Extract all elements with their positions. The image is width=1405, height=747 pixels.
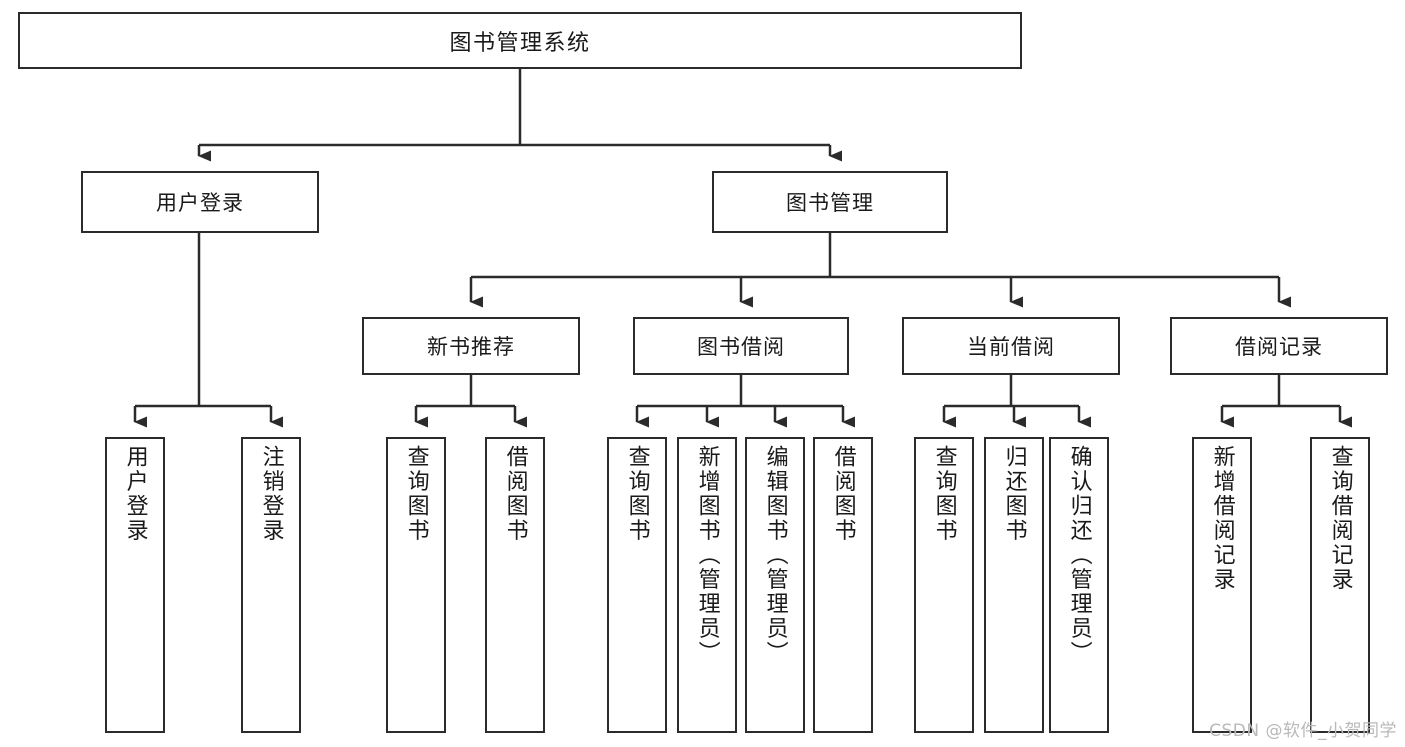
- node-user-login[interactable]: 用户登录: [81, 171, 319, 233]
- node-label: 归还图书: [1001, 445, 1027, 543]
- node-leaf-borrow-book-recommend[interactable]: 借阅图书: [485, 437, 545, 733]
- node-label: 用户登录: [122, 445, 148, 543]
- node-leaf-add-borrow-record[interactable]: 新增借阅记录: [1192, 437, 1252, 733]
- node-leaf-confirm-return[interactable]: 确认归还（管理员）: [1049, 437, 1109, 733]
- node-label: 图书管理系统: [449, 30, 591, 56]
- edge-borrow-record-bus: [1222, 375, 1340, 408]
- node-leaf-add-book[interactable]: 新增图书（管理员）: [677, 437, 737, 733]
- node-label: 借阅记录: [1235, 335, 1323, 359]
- node-leaf-query-borrow-record[interactable]: 查询借阅记录: [1310, 437, 1370, 733]
- node-root-system[interactable]: 图书管理系统: [18, 12, 1022, 69]
- node-label: 查询图书: [931, 445, 957, 543]
- node-label: 注销登录: [258, 445, 284, 543]
- node-label: 新增借阅记录: [1209, 445, 1235, 592]
- node-leaf-borrow-book[interactable]: 借阅图书: [813, 437, 873, 733]
- node-leaf-query-book-recommend[interactable]: 查询图书: [386, 437, 446, 733]
- node-label: 新书推荐: [427, 335, 515, 359]
- node-new-book-recommend[interactable]: 新书推荐: [362, 317, 580, 375]
- node-leaf-logout[interactable]: 注销登录: [241, 437, 301, 733]
- node-current-borrow[interactable]: 当前借阅: [902, 317, 1120, 375]
- edge-new-book-recommend-bus: [416, 375, 515, 408]
- node-label: 查询借阅记录: [1327, 445, 1353, 592]
- edge-book-manage-bus: [471, 233, 1279, 279]
- node-label: 查询图书: [624, 445, 650, 543]
- node-label: 编辑图书（管理员）: [762, 445, 788, 666]
- edge-book-borrow-bus: [637, 375, 843, 408]
- node-leaf-edit-book[interactable]: 编辑图书（管理员）: [745, 437, 805, 733]
- node-label: 图书管理: [786, 191, 874, 215]
- node-label: 借阅图书: [502, 445, 528, 543]
- node-label: 查询图书: [403, 445, 429, 543]
- node-leaf-query-book-borrow[interactable]: 查询图书: [607, 437, 667, 733]
- node-leaf-return-book[interactable]: 归还图书: [984, 437, 1044, 733]
- node-label: 确认归还（管理员）: [1066, 445, 1092, 666]
- node-book-manage[interactable]: 图书管理: [712, 171, 948, 233]
- node-label: 借阅图书: [830, 445, 856, 543]
- node-label: 图书借阅: [697, 335, 785, 359]
- node-leaf-query-book-current[interactable]: 查询图书: [914, 437, 974, 733]
- edge-current-borrow-bus: [944, 375, 1079, 408]
- edge-root-bus: [199, 69, 830, 147]
- edge-user-login-bus: [135, 233, 271, 408]
- node-label: 新增图书（管理员）: [694, 445, 720, 666]
- node-label: 当前借阅: [967, 335, 1055, 359]
- node-book-borrow[interactable]: 图书借阅: [633, 317, 849, 375]
- node-borrow-record[interactable]: 借阅记录: [1170, 317, 1388, 375]
- node-leaf-user-login[interactable]: 用户登录: [105, 437, 165, 733]
- node-label: 用户登录: [156, 191, 244, 215]
